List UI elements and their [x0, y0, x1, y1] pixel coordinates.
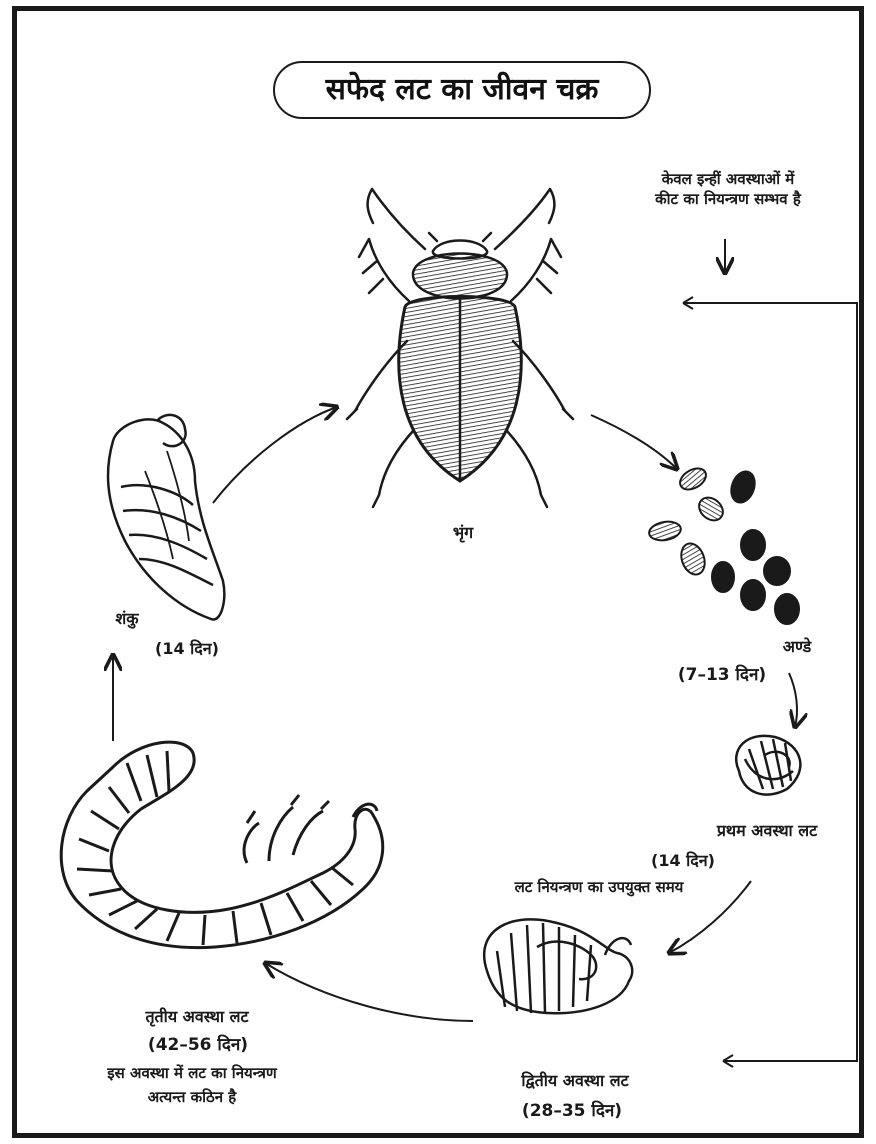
first-instar-grub-illustration [736, 736, 800, 795]
pupa-label: शंकु [97, 609, 157, 629]
second-instar-duration: (28–35 दिन) [487, 1101, 657, 1121]
beetle-label: भृंग [433, 523, 493, 543]
control-note: केवल इन्हीं अवस्थाओं में कीट का नियन्त्र… [613, 169, 843, 209]
second-instar-label: द्वितीय अवस्था लट [475, 1071, 675, 1091]
figure-frame: सफेद लट का जीवन चक्र [12, 6, 864, 1138]
third-instar-grub-illustration [61, 742, 383, 948]
third-instar-note-line1: इस अवस्था में लट का नियन्त्रण [27, 1063, 357, 1083]
control-note-line1: केवल इन्हीं अवस्थाओं में [613, 169, 843, 189]
third-instar-label: तृतीय अवस्था लट [77, 1007, 317, 1027]
first-instar-label: प्रथम अवस्था लट [677, 821, 857, 841]
pupa-duration: (14 दिन) [127, 639, 247, 659]
beetle-illustration [347, 189, 573, 507]
eggs-illustration [648, 464, 799, 624]
eggs-duration: (7–13 दिन) [647, 665, 797, 685]
second-instar-grub-illustration [484, 919, 632, 1013]
third-instar-note-line2: अत्यन्त कठिन है [77, 1087, 307, 1107]
control-note-line2: कीट का नियन्त्रण सम्भव है [613, 189, 843, 209]
arrow-beetle-to-eggs [591, 415, 677, 469]
first-instar-note: लट नियन्त्रण का उपयुक्त समय [449, 877, 749, 897]
first-instar-duration: (14 दिन) [633, 851, 733, 871]
arrow-pupa-to-beetle [213, 407, 337, 503]
pupa-illustration [108, 415, 224, 620]
eggs-label: अण्डे [757, 637, 837, 657]
third-instar-duration: (42–56 दिन) [113, 1035, 283, 1055]
